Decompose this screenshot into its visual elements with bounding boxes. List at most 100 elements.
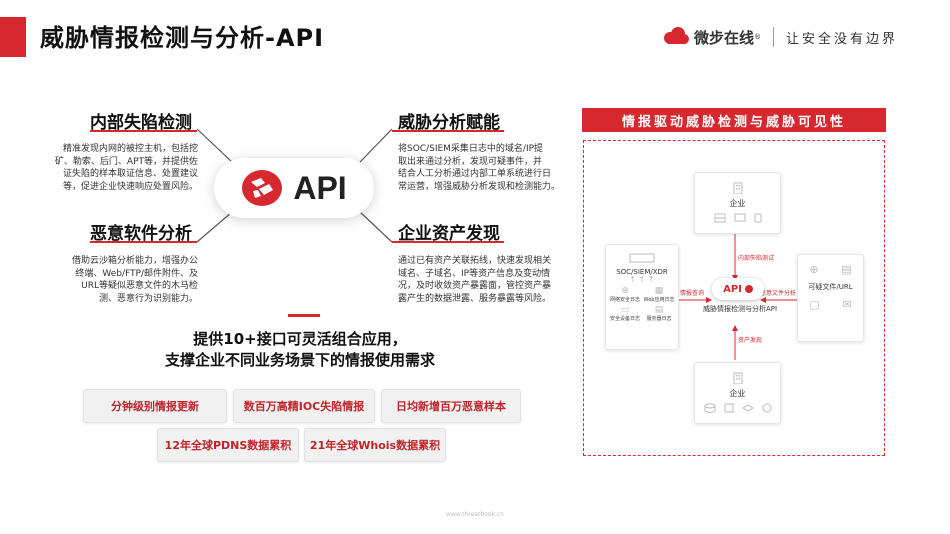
capability-underline xyxy=(90,241,197,243)
desc-line: 终端、Web/FTP/邮件附件、及 xyxy=(75,268,198,279)
page-title: 威胁情报检测与分析-API xyxy=(40,24,325,52)
panel-frame xyxy=(583,140,885,456)
capability-underline xyxy=(392,130,504,132)
brand-logo: 微步在线® 让安全没有边界 xyxy=(662,24,898,50)
building-icon xyxy=(695,179,780,198)
file-icon: ▤ xyxy=(841,263,852,276)
enterprise-label: 企业 xyxy=(729,199,746,208)
desc-line: 精准发现内网的被控主机，包括挖 xyxy=(62,144,198,154)
brand-registered-mark: ® xyxy=(754,33,762,41)
device-icons xyxy=(695,213,780,223)
log-source-grid: ⊕网络安全日志 ▦Web应用日志 ▭安全设备日志 ▤服务器日志 xyxy=(606,284,678,324)
server-icon: ▤ xyxy=(654,305,664,315)
feature-tag: 12年全球PDNS数据累积 xyxy=(157,428,299,462)
log-source-item: 服务器日志 xyxy=(646,316,672,322)
api-badge: API xyxy=(214,158,374,218)
feature-tag: 21年全球Whois数据累积 xyxy=(304,428,446,462)
connector-top-right xyxy=(359,128,393,163)
layers-icon xyxy=(741,404,754,412)
desc-line: 等，促进企业快速响应处置风险。 xyxy=(62,181,198,192)
desc-line: 通过已有资产关联拓线，快速发现相关 xyxy=(398,256,552,266)
arrow-label-left: 情报查询 xyxy=(680,290,705,297)
logo-divider xyxy=(773,27,775,47)
web-app-icon: ▦ xyxy=(654,286,664,296)
desc-line: 域名、子域名、IP等资产信息及变动情 xyxy=(398,268,551,279)
upload-arrows-icon: ↑ ↑ ↑ xyxy=(629,275,655,284)
file-icons-bottom: ▢✉ xyxy=(798,298,863,311)
capability-desc-threat-analysis: 将SOC/SIEM采集日志中的域名/IP提 取出来通过分析，发现可疑事件，并 结… xyxy=(398,143,573,193)
file-icons-top: ⊕▤ xyxy=(798,263,863,276)
arrow-label-right: 恶意文件分析 xyxy=(760,290,797,297)
desc-line: URL等疑似恶意文件的木马检 xyxy=(81,281,198,291)
footer-watermark: www.threatbook.cn xyxy=(446,511,504,518)
desc-line: 露产生的数据泄露、服务暴露等风险。 xyxy=(398,293,552,304)
security-device-icon: ▭ xyxy=(620,305,630,315)
desc-line: 测、恶意行为识别能力。 xyxy=(98,293,198,304)
desc-line: 况，及时收敛资产暴露面，管控资产暴 xyxy=(398,281,552,291)
api-node-label: API xyxy=(723,283,742,295)
connector-bottom-right xyxy=(359,211,393,243)
document-icon xyxy=(724,403,733,413)
server-icon xyxy=(714,213,725,223)
capability-title-asset-discovery: 企业资产发现 xyxy=(398,224,500,244)
globe-icon xyxy=(762,403,771,413)
message-line-2: 支撑企业不同业务场景下的情报使用需求 xyxy=(164,351,435,369)
feature-tag: 日均新增百万恶意样本 xyxy=(381,389,521,423)
suspicious-file-label: 可疑文件/URL xyxy=(808,283,853,291)
mail-icon: ✉ xyxy=(842,298,852,311)
connector-bottom-left xyxy=(196,211,233,243)
threatbook-logo-icon xyxy=(242,170,283,206)
document-icon: ▢ xyxy=(809,298,820,311)
feature-tag: 分钟级别情报更新 xyxy=(83,389,227,423)
desc-line: 借助云沙箱分析能力，增强办公 xyxy=(71,256,198,266)
api-node: API xyxy=(712,278,764,300)
capability-desc-malware-analysis: 借助云沙箱分析能力，增强办公 终端、Web/FTP/邮件附件、及 URL等疑似恶… xyxy=(36,255,198,305)
capability-underline xyxy=(90,130,197,132)
section-divider xyxy=(288,314,320,317)
soc-label: SOC/SIEM/XDR xyxy=(616,268,668,276)
building-icon xyxy=(695,369,780,388)
desc-line: 证失陷的样本取证信息、处置建议 xyxy=(62,169,198,179)
panel-title: 情报驱动威胁检测与威胁可见性 xyxy=(582,108,886,132)
api-node-dot-icon xyxy=(744,285,753,293)
api-label: API xyxy=(293,169,347,206)
brand-name: 微步在线 xyxy=(694,28,755,47)
desc-line: 结合人工分析通过内部工单系统进行日 xyxy=(398,169,552,179)
capability-underline xyxy=(392,241,504,243)
arrow-label-bottom: 资产发现 xyxy=(738,337,763,344)
message-line-1: 提供10+接口可灵活组合应用， xyxy=(193,330,407,348)
brand-mark-icon xyxy=(662,25,690,49)
title-accent-bar xyxy=(0,17,26,57)
enterprise-label: 企业 xyxy=(729,389,746,398)
desc-line: 矿、勒索、后门、APT等，并提供佐 xyxy=(54,156,198,167)
capability-title-threat-analysis: 威胁分析赋能 xyxy=(398,113,500,133)
desc-line: 取出来通过分析，发现可疑事件，并 xyxy=(398,156,543,167)
log-source-item: 安全设备日志 xyxy=(609,316,640,322)
capability-desc-asset-discovery: 通过已有资产关联拓线，快速发现相关 域名、子域名、IP等资产信息及变动情 况，及… xyxy=(398,255,573,305)
database-icon xyxy=(704,403,715,413)
capability-title-malware-analysis: 恶意软件分析 xyxy=(90,224,192,244)
desc-line: 常运营，增强威胁分析发现和检测能力。 xyxy=(398,181,561,192)
globe-icon: ⊕ xyxy=(809,263,819,276)
suspicious-file-card: ⊕▤ 可疑文件/URL ▢✉ xyxy=(797,254,864,342)
phone-icon xyxy=(754,213,761,223)
network-icon: ⊕ xyxy=(621,286,629,296)
log-flow-icon xyxy=(606,249,678,268)
brand-slogan: 让安全没有边界 xyxy=(786,31,899,47)
log-source-item: 网络安全日志 xyxy=(609,297,640,303)
log-source-item: Web应用日志 xyxy=(643,297,675,303)
connector-top-left xyxy=(196,128,233,163)
api-node-caption: 威胁情报检测与分析API xyxy=(702,305,778,313)
soc-siem-xdr-card: SOC/SIEM/XDR ↑ ↑ ↑ ⊕网络安全日志 ▦Web应用日志 ▭安全设… xyxy=(605,244,679,350)
monitor-icon xyxy=(734,213,745,222)
enterprise-card-bottom: 企业 xyxy=(694,362,781,424)
capability-connectors xyxy=(196,128,393,243)
asset-icons xyxy=(695,403,780,413)
capability-desc-internal-compromise: 精准发现内网的被控主机，包括挖 矿、勒索、后门、APT等，并提供佐 证失陷的样本… xyxy=(36,143,198,193)
capability-title-internal-compromise: 内部失陷检测 xyxy=(90,113,192,133)
arrow-label-top: 内部失陷测试 xyxy=(738,255,775,262)
desc-line: 将SOC/SIEM采集日志中的域名/IP提 xyxy=(398,144,544,154)
panel-arrows xyxy=(677,233,797,360)
enterprise-card-top: 企业 xyxy=(694,172,781,234)
feature-tag: 数百万高精IOC失陷情报 xyxy=(233,389,375,423)
